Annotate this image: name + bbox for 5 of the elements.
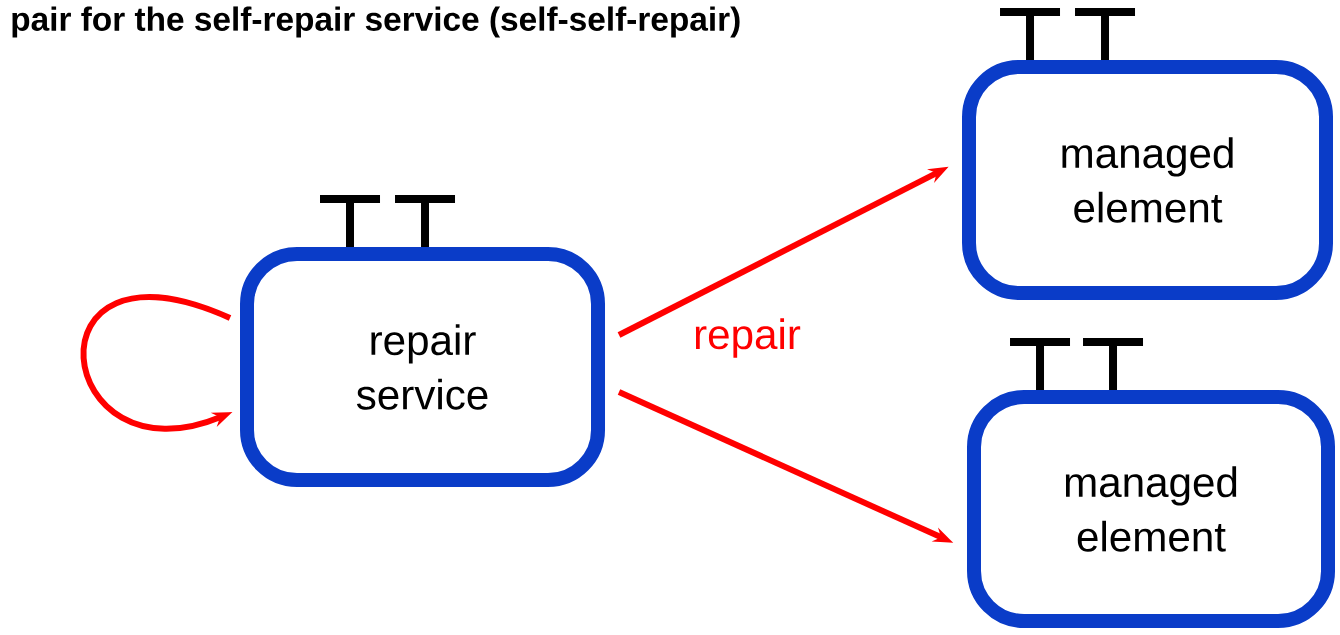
process-box: repair service <box>240 247 605 487</box>
process-box: managed element <box>967 390 1335 628</box>
title: pair for the self-repair service (self-self-repair) <box>12 6 740 38</box>
edge-label: repair <box>689 314 805 362</box>
process-box: managed element <box>962 60 1333 300</box>
